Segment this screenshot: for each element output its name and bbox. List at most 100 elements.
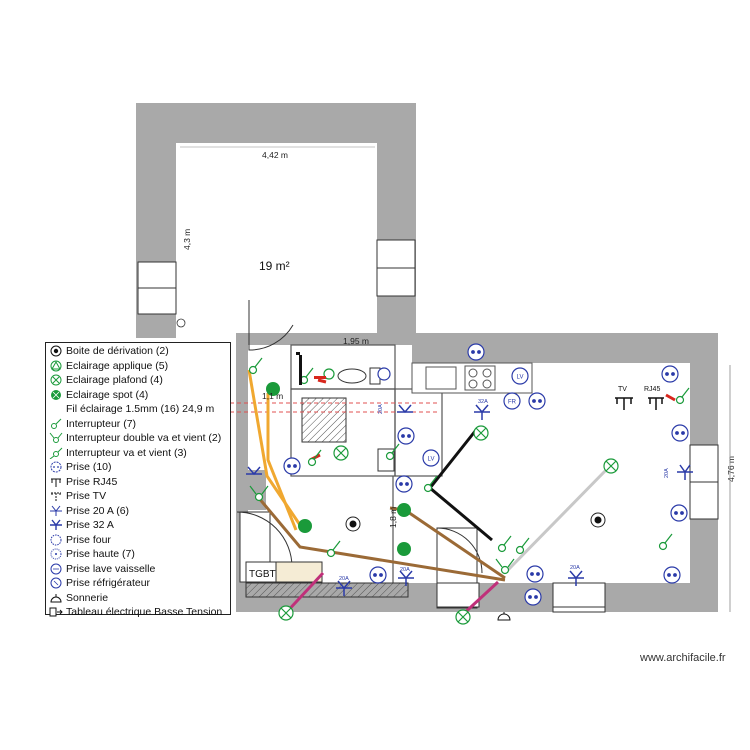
dim-left-height: 4,3 m bbox=[182, 229, 192, 250]
amp20-label: 20A bbox=[664, 468, 670, 478]
doorbell-icon bbox=[49, 592, 63, 604]
legend-item: Prise TV bbox=[49, 489, 227, 504]
legend-item: Eclairage spot (4) bbox=[49, 388, 227, 403]
two-way-switch-icon bbox=[49, 447, 63, 459]
rj45-socket-icon bbox=[49, 476, 63, 488]
socket-20a-icon bbox=[336, 580, 352, 596]
legend-item: Prise haute (7) bbox=[49, 547, 227, 562]
room-area: 19 m² bbox=[259, 259, 290, 273]
doors bbox=[236, 300, 483, 574]
switch-icon bbox=[323, 368, 335, 380]
rj45-socket-icon bbox=[648, 397, 664, 410]
socket-20a-icon bbox=[49, 505, 63, 517]
switch-icon bbox=[307, 449, 322, 467]
door-entrance bbox=[436, 527, 483, 574]
media-sockets bbox=[615, 397, 664, 410]
legend-item: Eclairage plafond (4) bbox=[49, 373, 227, 388]
fridge-socket-icon bbox=[49, 577, 63, 589]
dim-top-width: 4,42 m bbox=[262, 150, 288, 160]
junction-box-icon bbox=[49, 345, 63, 357]
ceiling-light-icon bbox=[603, 458, 619, 474]
tv-socket-icon bbox=[615, 397, 633, 410]
amp20-label: 20A bbox=[570, 565, 580, 571]
socket-icon bbox=[663, 566, 681, 584]
wire-red-1 bbox=[317, 378, 327, 384]
fixtures bbox=[245, 367, 606, 608]
legend-item: Eclairage applique (5) bbox=[49, 359, 227, 374]
legend-item: Prise 32 A bbox=[49, 518, 227, 533]
entry-cabinet bbox=[436, 582, 480, 608]
legend-item: Prise RJ45 bbox=[49, 475, 227, 490]
kitchen-cabinet bbox=[552, 582, 606, 608]
watermark: www.archifacile.fr bbox=[640, 652, 726, 664]
bedroom-wall bbox=[136, 103, 416, 338]
shower bbox=[301, 397, 347, 443]
socket-icon bbox=[369, 566, 387, 584]
wire-red-3 bbox=[665, 393, 676, 402]
dishwasher-socket-icon bbox=[511, 367, 529, 385]
dishwasher-socket-label: LV bbox=[517, 375, 524, 381]
junction-marker bbox=[176, 318, 186, 328]
wire-black bbox=[427, 429, 493, 542]
oven-socket-icon bbox=[49, 534, 63, 546]
socket-icon bbox=[528, 392, 546, 410]
socket-20a-icon bbox=[397, 404, 413, 414]
amp-labels: 32A 20A 20A 20A 20A 20A bbox=[339, 399, 670, 582]
door-bedroom bbox=[248, 300, 294, 351]
wall-light-icon bbox=[49, 360, 63, 372]
spot-icon bbox=[397, 503, 411, 517]
switch-icon bbox=[385, 443, 400, 461]
kitchen-top-wall bbox=[412, 333, 690, 363]
switch-icon bbox=[326, 540, 341, 558]
kitchen-counter bbox=[411, 362, 533, 394]
switch-markers bbox=[296, 352, 326, 385]
high-socket-icon bbox=[49, 548, 63, 560]
legend-item: Prise réfrigérateur bbox=[49, 576, 227, 591]
double-switch-icon bbox=[495, 558, 515, 575]
socket-icon bbox=[671, 424, 689, 442]
legend-label: Prise haute (7) bbox=[66, 548, 135, 561]
dim-hall-width: 1,95 m bbox=[343, 336, 369, 346]
legend-label: Fil éclairage 1.5mm (16) 24,9 m bbox=[66, 403, 215, 416]
ceiling-light-icon bbox=[278, 605, 294, 621]
socket-icon bbox=[377, 367, 391, 381]
socket-icon bbox=[395, 475, 413, 493]
spot-icon bbox=[266, 382, 280, 396]
tgbt-label: TGBT bbox=[249, 569, 276, 580]
legend-label: Prise RJ45 bbox=[66, 475, 118, 488]
socket-20a-icon bbox=[568, 570, 584, 586]
legend-label: Prise réfrigérateur bbox=[66, 577, 151, 590]
tv-socket-icon bbox=[49, 490, 63, 502]
dim-vertical-mid: 1,8 m bbox=[388, 507, 398, 528]
spot-light-icon bbox=[49, 389, 63, 401]
amp20-label: 20A bbox=[378, 404, 384, 414]
double-switch-icon bbox=[249, 485, 269, 502]
socket-32a-icon bbox=[49, 519, 63, 531]
double-switch-icon bbox=[49, 432, 63, 444]
spot-icon bbox=[298, 519, 312, 533]
ceiling-lights bbox=[278, 425, 619, 625]
left-stub-wall bbox=[236, 470, 266, 510]
tv-label: TV bbox=[618, 386, 627, 393]
socket-icon bbox=[524, 588, 542, 606]
fridge-socket-label: FR bbox=[508, 400, 517, 406]
switch-icon bbox=[299, 367, 314, 385]
labelled-sockets: FR LV LV bbox=[422, 367, 529, 467]
spot-icon bbox=[397, 542, 411, 556]
socket-icon bbox=[283, 457, 301, 475]
legend-item: Prise (10) bbox=[49, 460, 227, 475]
legend-item: Prise 20 A (6) bbox=[49, 504, 227, 519]
ceiling-points bbox=[345, 512, 606, 532]
socket-20a-icon bbox=[246, 466, 262, 476]
legend-label: Tableau électrique Basse Tension bbox=[66, 606, 223, 619]
legend-item: Prise four bbox=[49, 533, 227, 548]
switch-icon bbox=[49, 418, 63, 430]
socket-20a-icon bbox=[398, 570, 414, 586]
hall-cabinet bbox=[245, 582, 409, 598]
wire-brown-1 bbox=[256, 496, 506, 582]
spot-lights bbox=[266, 382, 411, 556]
legend-label: Eclairage spot (4) bbox=[66, 388, 149, 401]
legend-label: Eclairage plafond (4) bbox=[66, 374, 163, 387]
legend-item: Interrupteur (7) bbox=[49, 417, 227, 432]
wire-orange-2 bbox=[266, 393, 298, 531]
